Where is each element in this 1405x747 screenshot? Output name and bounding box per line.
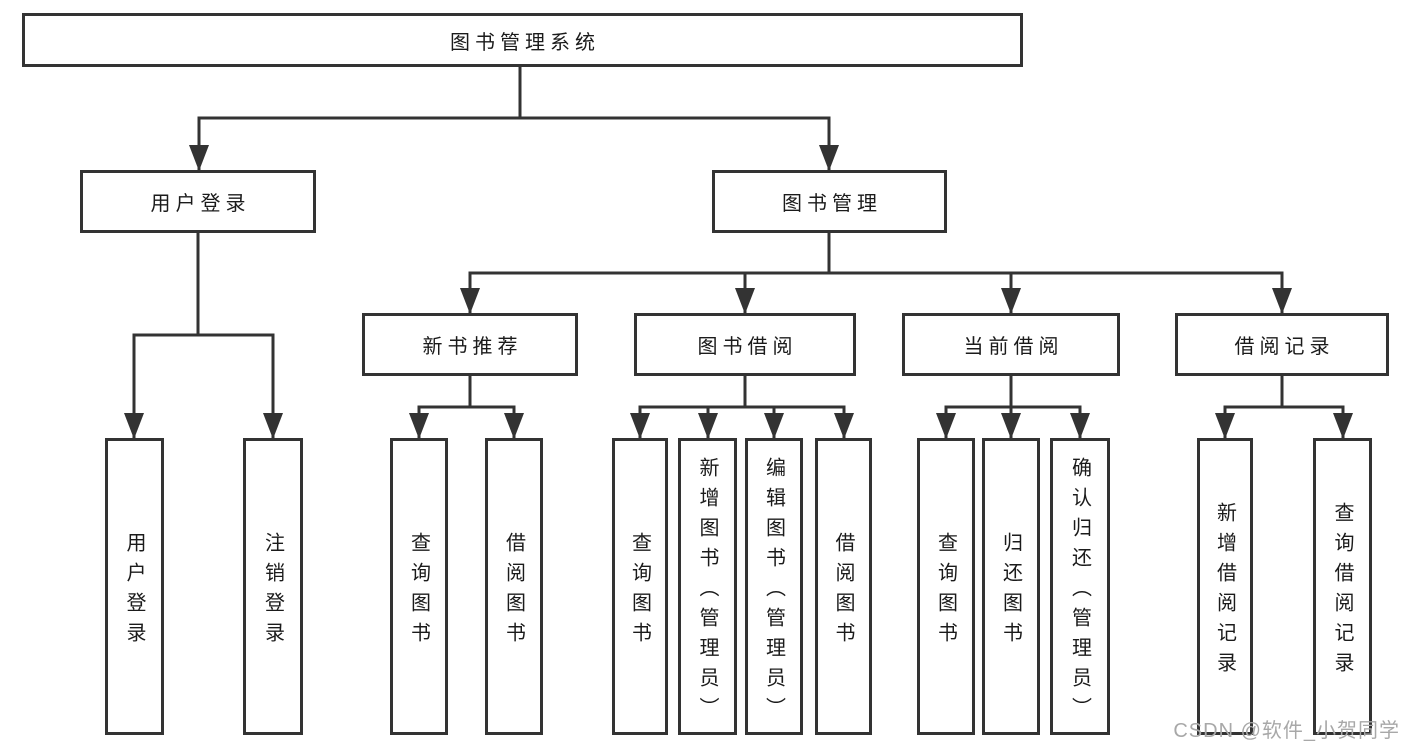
leaf-borrow-books-borrow: 借阅图书 — [815, 438, 872, 735]
node-user-login: 用户登录 — [80, 170, 316, 233]
node-label: 当前借阅 — [963, 336, 1064, 358]
node-label: 用户登录 — [150, 193, 251, 215]
connector-borrow — [630, 375, 854, 439]
node-label: 确认归还（管理员） — [1068, 456, 1091, 727]
node-library-management-system: 图书管理系统 — [22, 13, 1023, 67]
node-label: 借阅记录 — [1234, 336, 1335, 358]
leaf-confirm-return-admin: 确认归还（管理员） — [1050, 438, 1110, 735]
node-label: 查询图书 — [407, 531, 430, 652]
node-label: 新增借阅记录 — [1213, 501, 1236, 682]
node-label: 编辑图书（管理员） — [762, 456, 785, 727]
node-book-borrowing: 图书借阅 — [634, 313, 856, 376]
connector-root-to-level2 — [189, 66, 839, 172]
node-label: 注销登录 — [261, 531, 284, 652]
leaf-return-book: 归还图书 — [982, 438, 1040, 735]
leaf-query-books-newbooks: 查询图书 — [390, 438, 448, 735]
node-borrowing-records: 借阅记录 — [1175, 313, 1389, 376]
connector-book-mgmt — [460, 232, 1292, 315]
leaf-borrow-books-newbooks: 借阅图书 — [485, 438, 543, 735]
node-label: 查询借阅记录 — [1331, 501, 1353, 682]
leaf-query-books-borrow: 查询图书 — [612, 438, 668, 735]
node-new-book-recommend: 新书推荐 — [362, 313, 578, 376]
leaf-add-borrow-record: 新增借阅记录 — [1197, 438, 1253, 735]
node-label: 查询图书 — [934, 531, 957, 652]
node-label: 图书借阅 — [697, 336, 798, 358]
leaf-logout: 注销登录 — [243, 438, 303, 735]
node-label: 图书管理 — [782, 193, 882, 215]
node-label: 新书推荐 — [422, 336, 523, 358]
node-current-borrowing: 当前借阅 — [902, 313, 1120, 376]
connector-current — [936, 375, 1090, 439]
node-label: 借阅图书 — [832, 531, 854, 652]
leaf-user-login: 用户登录 — [105, 438, 164, 735]
node-label: 图书管理系统 — [450, 31, 600, 54]
leaf-edit-book-admin: 编辑图书（管理员） — [745, 438, 803, 735]
connector-new-books — [409, 375, 524, 439]
node-label: 归还图书 — [999, 531, 1022, 652]
node-book-management: 图书管理 — [712, 170, 947, 233]
node-label: 借阅图书 — [502, 531, 525, 652]
node-label: 新增图书（管理员） — [696, 456, 718, 727]
node-label: 用户登录 — [123, 531, 145, 652]
leaf-query-borrow-record: 查询借阅记录 — [1313, 438, 1372, 735]
connector-records — [1215, 375, 1353, 439]
leaf-add-book-admin: 新增图书（管理员） — [678, 438, 737, 735]
csdn-watermark: CSDN @软件_小贺同学 — [1173, 720, 1400, 742]
node-label: 查询图书 — [628, 531, 651, 652]
leaf-query-books-current: 查询图书 — [917, 438, 975, 735]
connector-user-login — [124, 232, 283, 439]
